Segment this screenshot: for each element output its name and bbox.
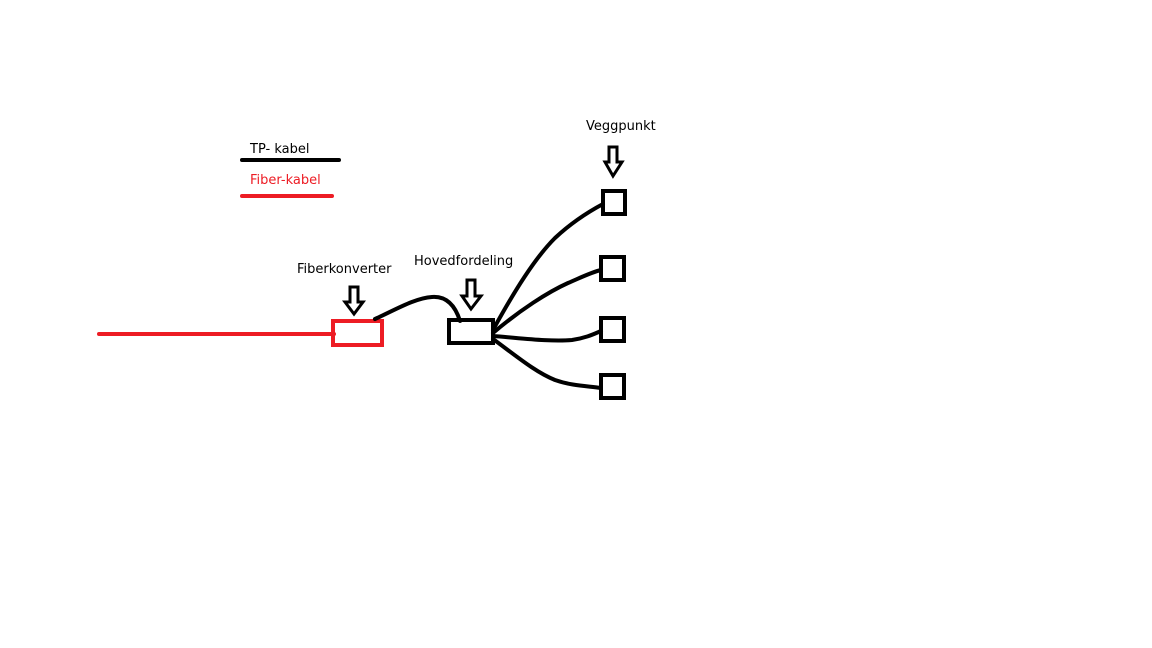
tp-cable-wall-3 bbox=[491, 329, 603, 343]
arrow-down-icon bbox=[602, 145, 625, 179]
veggpunkt-label: Veggpunkt bbox=[586, 119, 656, 134]
tp-cable-converter-to-hub bbox=[373, 294, 462, 323]
tp-cable-wall-2 bbox=[491, 268, 603, 335]
veggpunkt-box-2 bbox=[599, 255, 626, 282]
arrow-down-icon bbox=[459, 278, 485, 312]
legend-fiber-label: Fiber-kabel bbox=[250, 173, 321, 188]
fiberkonverter-label: Fiberkonverter bbox=[297, 262, 392, 277]
legend-tp-label: TP- kabel bbox=[250, 142, 310, 157]
hovedfordeling-label: Hovedfordeling bbox=[414, 254, 514, 269]
veggpunkt-box-3 bbox=[599, 316, 626, 343]
fiberkonverter-box bbox=[331, 319, 384, 347]
veggpunkt-box-1 bbox=[601, 189, 627, 216]
hovedfordeling-box bbox=[447, 318, 495, 345]
tp-cable-wall-1 bbox=[491, 202, 605, 332]
arrow-down-icon bbox=[342, 285, 366, 317]
veggpunkt-box-4 bbox=[599, 373, 626, 400]
tp-cable-wall-4 bbox=[491, 337, 603, 390]
